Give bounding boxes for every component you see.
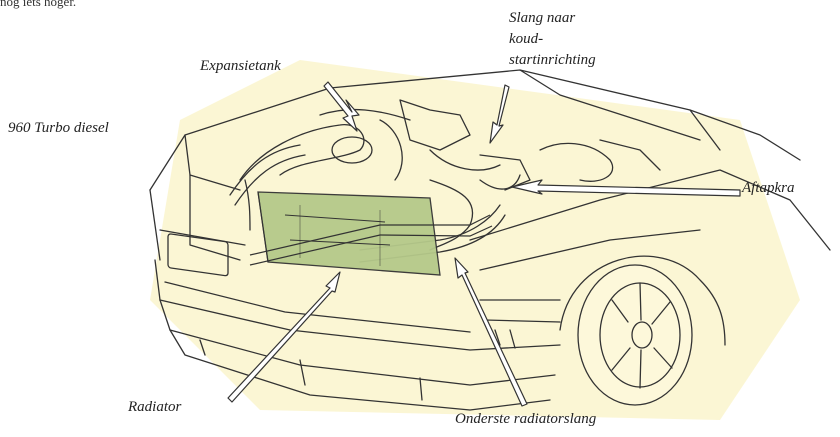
radiator-label: Radiator	[128, 399, 182, 415]
onderste-radiatorslang-label: Onderste radiatorslang	[455, 411, 597, 427]
aftapkraan-label: Aftapkra	[742, 180, 795, 196]
arrow-aftap	[511, 179, 741, 197]
header-fragment: nog iets hoger.	[0, 0, 77, 9]
slang-label-line2: koud-	[509, 31, 544, 47]
arrow-slang	[489, 84, 510, 144]
model-label: 960 Turbo diesel	[8, 120, 109, 136]
arrow-onderste	[454, 257, 528, 407]
arrow-expansietank	[323, 81, 360, 132]
arrow-icon	[227, 81, 741, 407]
slang-label-line1: Slang naar	[509, 10, 576, 26]
arrow-radiator	[227, 271, 341, 403]
slang-label: Slang naar koud- startinrichting	[509, 8, 596, 71]
expansietank-label: Expansietank	[200, 58, 281, 74]
wheel-tire	[577, 264, 693, 406]
radiator-highlight	[249, 191, 493, 276]
slang-label-line3: startinrichting	[509, 52, 596, 68]
